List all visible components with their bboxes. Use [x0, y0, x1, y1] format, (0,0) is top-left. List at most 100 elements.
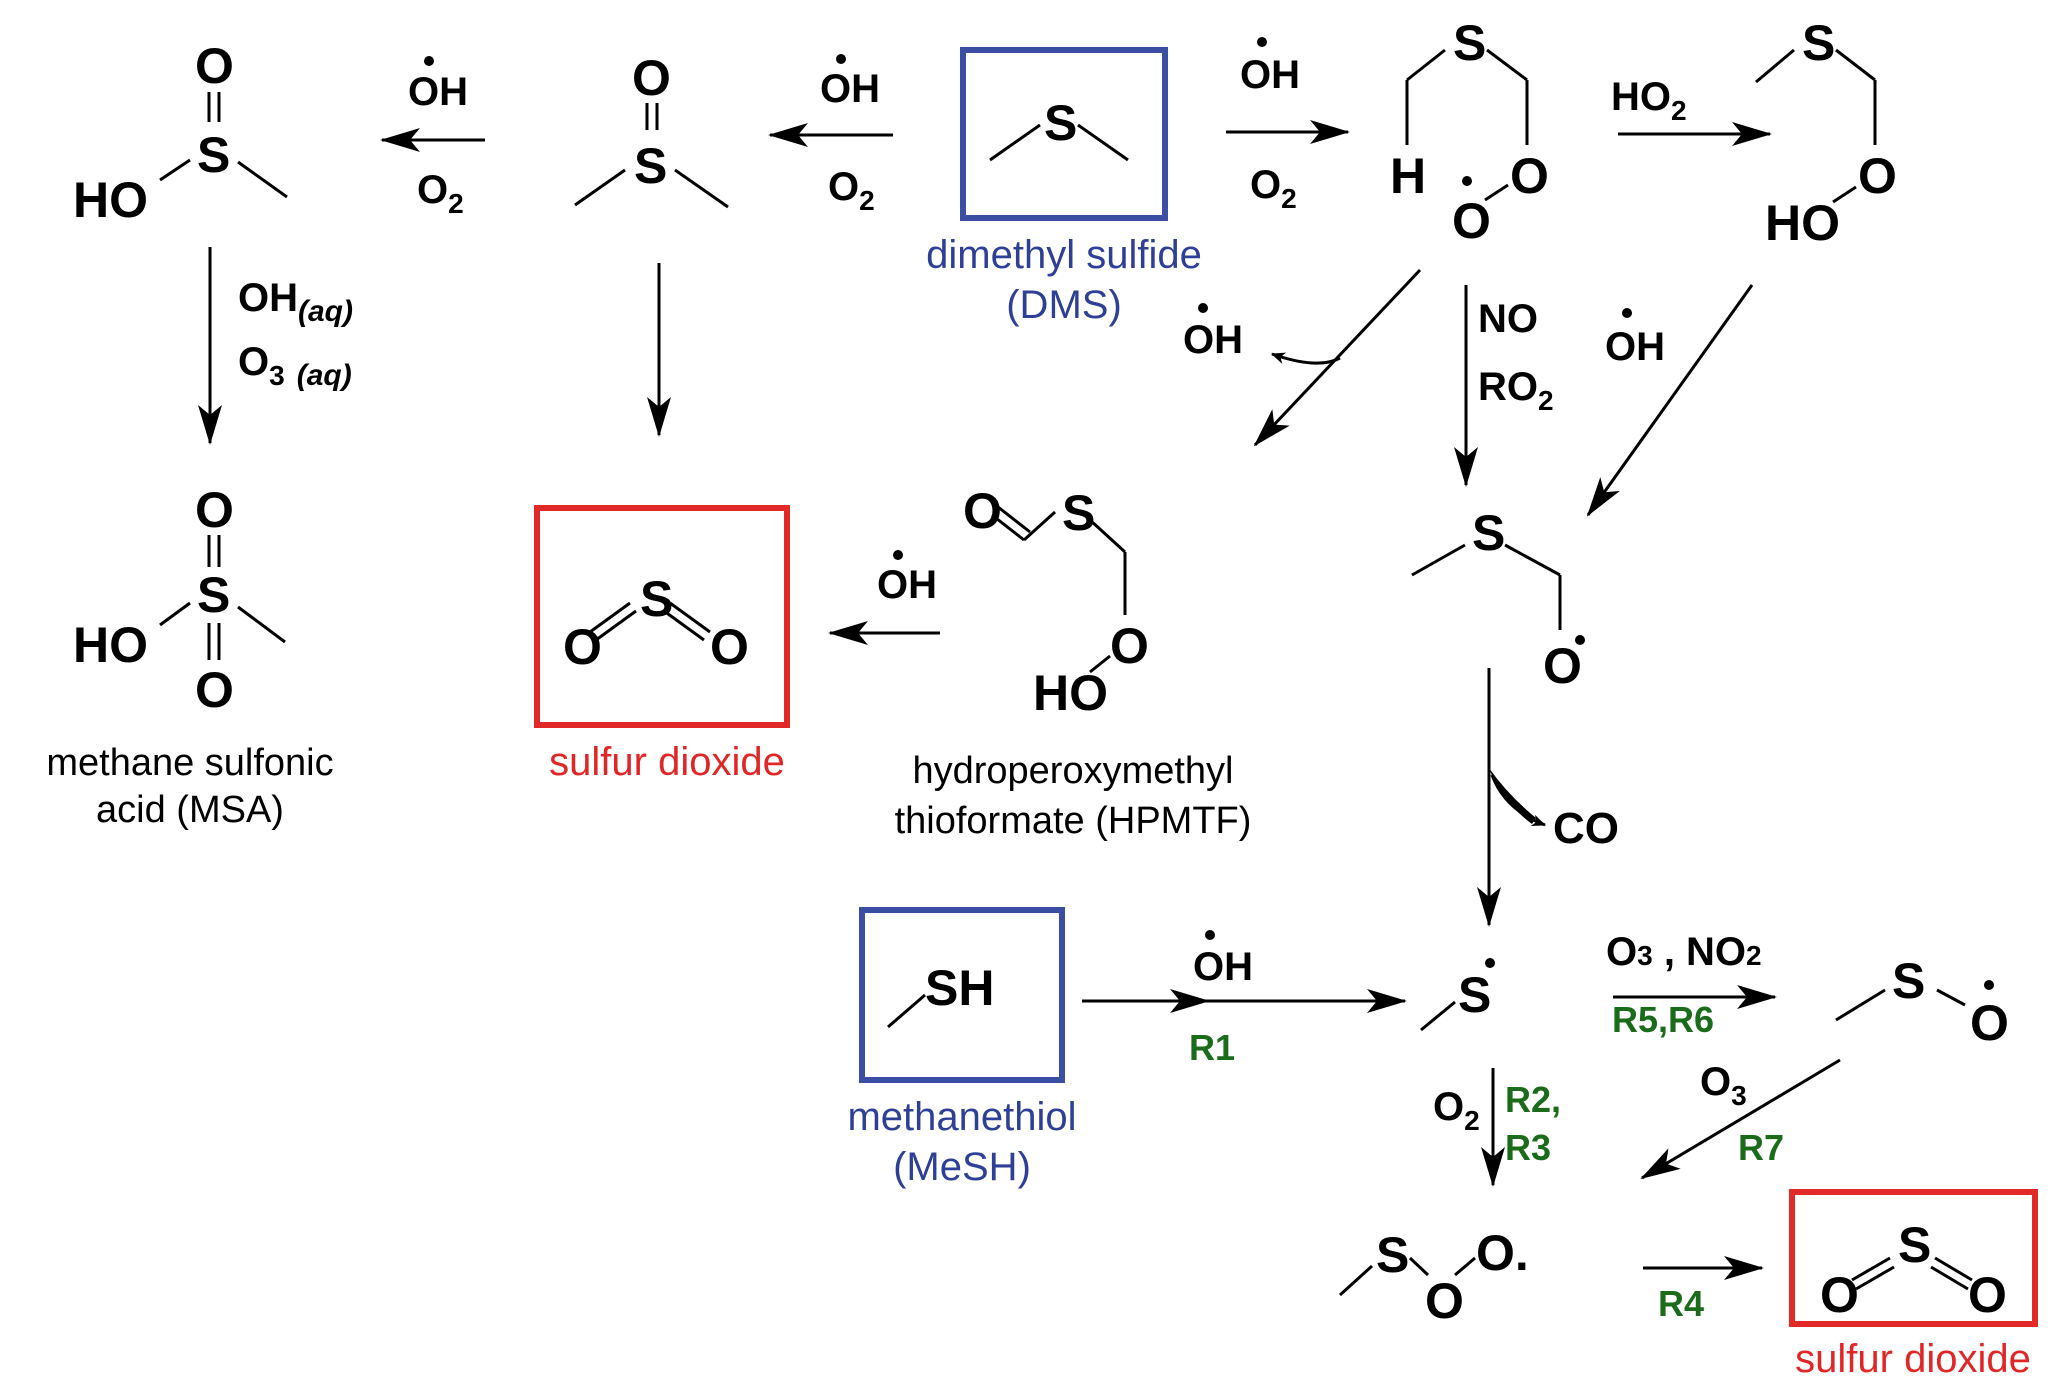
arrow-dms-to-peroxy: OH O2 — [1226, 37, 1350, 214]
ch3s-radical-molecule: S — [1420, 958, 1495, 1032]
reaction-label-r1: R1 — [1189, 1027, 1235, 1068]
reagent-oh: OH — [820, 67, 880, 111]
bond — [1832, 185, 1857, 204]
product-box-so2 — [534, 505, 790, 728]
bond — [1454, 1256, 1476, 1277]
reagent-o3-aq: O3(aq) — [238, 340, 352, 392]
atom-o: O — [195, 662, 234, 718]
atom-ho: HO — [1765, 195, 1840, 251]
reagent-o2: O2 — [1250, 163, 1297, 214]
bond — [674, 168, 729, 209]
radical-dot — [1462, 176, 1472, 186]
bond — [1936, 988, 1966, 1007]
atom-o: O — [1970, 995, 2009, 1051]
bond — [1406, 48, 1446, 82]
arrow-msia-to-msa: OH(aq) O3(aq) — [198, 247, 353, 445]
atom-o: O — [195, 482, 234, 538]
radical-dot — [1485, 958, 1495, 968]
atom-o-radical: O. — [1476, 1225, 1529, 1281]
bond — [589, 601, 631, 634]
arrow-line — [1253, 268, 1422, 447]
atom-s: S — [1898, 1217, 1931, 1273]
atom-s: S — [1892, 953, 1925, 1009]
reagent-o2: O2 — [417, 168, 464, 219]
atom-ho: HO — [73, 172, 148, 228]
bond — [1755, 48, 1795, 84]
arrow-peroxy-to-hydroperoxide: HO2 — [1611, 75, 1772, 146]
atom-o: O — [1543, 638, 1582, 694]
curved-arrow-line — [1490, 774, 1546, 827]
reagent-o2: O2 — [828, 165, 875, 216]
atom-s: S — [640, 571, 673, 627]
radical-dot — [893, 550, 903, 560]
reagent-no: NO — [1478, 297, 1538, 341]
atom-h: H — [1390, 148, 1426, 204]
bond — [1855, 1265, 1895, 1291]
reagent-oh: OH — [408, 70, 468, 114]
bond — [159, 158, 191, 182]
atom-o: O — [1820, 1267, 1859, 1323]
arrow-line — [1586, 284, 1754, 517]
arrow-dmso-to-msia: OH O2 — [380, 56, 485, 219]
curved-arrow — [1271, 352, 1341, 365]
bond — [991, 513, 1025, 542]
reaction-label-r7: R7 — [1738, 1127, 1784, 1168]
radical-dot — [836, 54, 846, 64]
bond — [1484, 183, 1509, 202]
atom-o: O — [632, 50, 671, 106]
atom-s: S — [1376, 1227, 1409, 1283]
arrow-ch3so-to-ch3soo: O3 R7 — [1640, 1058, 1841, 1180]
atom-s: S — [1044, 95, 1077, 151]
dms-molecule: S dimethyl sulfide (DMS) — [926, 47, 1202, 327]
bond — [1851, 1256, 1891, 1282]
arrow-line — [1640, 1058, 1841, 1180]
hpmtf-name-line2: thioformate (HPMTF) — [895, 800, 1252, 842]
radical-dot — [1205, 930, 1215, 940]
reaction-label-r2: R2, — [1505, 1079, 1561, 1120]
arrow-peroxy-to-hpmtf: OH — [1183, 268, 1422, 447]
arrow-dms-to-dmso: OH O2 — [768, 54, 893, 216]
reagent-oh: OH — [1183, 318, 1243, 362]
source-box-mesh — [859, 907, 1065, 1083]
reagent-o3: O3 — [1700, 1060, 1747, 1111]
atom-s: S — [1453, 15, 1486, 71]
atom-sh: SH — [925, 960, 994, 1016]
bond — [574, 168, 626, 207]
mesh-molecule: SH methanethiol (MeSH) — [847, 907, 1077, 1189]
bond — [159, 601, 191, 627]
reagent-oh: OH — [1193, 945, 1253, 989]
msia-molecule: O S HO — [73, 38, 288, 228]
arrow-hpmtf-to-so2: OH — [828, 550, 940, 645]
atom-o: O — [1510, 148, 1549, 204]
atom-o: O — [195, 38, 234, 94]
peroxy-radical-molecule: S H O O — [1390, 15, 1549, 249]
atom-o: O — [1110, 618, 1149, 674]
bond — [1088, 518, 1127, 554]
arrow-mesh-to-ch3s: OH R1 — [1082, 930, 1407, 1068]
atom-o: O — [710, 619, 749, 675]
bond — [1089, 654, 1111, 674]
msa-molecule: O S O HO methane sulfonic acid (MSA) — [46, 482, 333, 831]
reaction-label-r3: R3 — [1505, 1127, 1551, 1168]
reaction-label-r5-r6: R5,R6 — [1612, 999, 1714, 1040]
arrow-ch3s-to-ch3so: O3 , NO2 R5,R6 — [1606, 930, 1777, 1040]
bond — [887, 993, 926, 1029]
mesh-abbr: (MeSH) — [893, 1145, 1031, 1189]
reagent-oh: OH — [877, 563, 937, 607]
product-box-so2 — [1789, 1189, 2038, 1327]
bond — [595, 609, 637, 642]
atom-s: S — [1062, 485, 1095, 541]
reagent-ro2: RO2 — [1478, 365, 1554, 416]
bond — [997, 505, 1031, 534]
radical-dot — [1575, 635, 1585, 645]
atom-s: S — [197, 567, 230, 623]
bond — [1420, 1000, 1456, 1032]
source-box-dms — [960, 47, 1168, 221]
radical-dot — [1257, 37, 1267, 47]
bond — [237, 605, 286, 644]
atom-s: S — [634, 138, 667, 194]
arrow-alkoxy-to-ch3s: CO — [1477, 668, 1619, 927]
radical-dot — [424, 56, 434, 66]
hpmtf-molecule: O S O HO hydroperoxymethyl thioformate (… — [895, 483, 1252, 842]
